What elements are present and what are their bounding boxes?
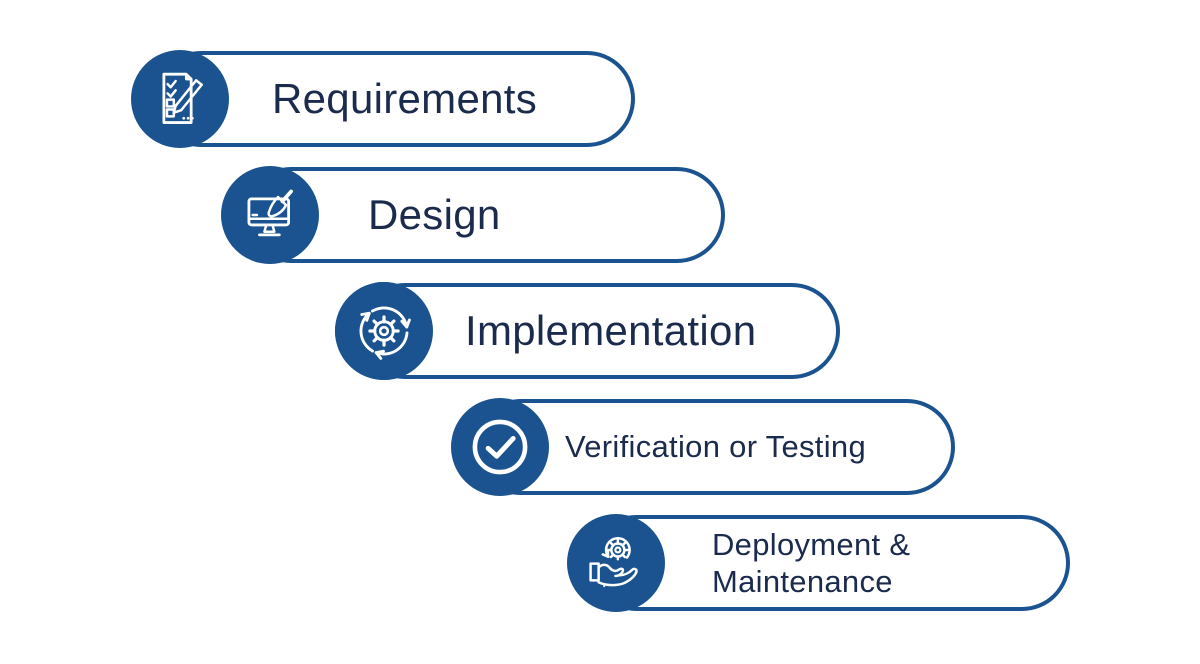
stage-row-verification: Verification or Testing (451, 398, 955, 496)
checklist-pencil-icon (162, 72, 203, 124)
stage-label: Design (368, 191, 501, 238)
stage-label: Deployment & Maintenance (712, 527, 911, 599)
stage-label: Implementation (465, 307, 757, 354)
stage-row-design: Design (221, 166, 725, 264)
check-circle-icon (472, 419, 528, 475)
stage-label: Requirements (272, 75, 538, 122)
stage-pill (473, 399, 955, 495)
stage-icon-circle (451, 398, 549, 496)
hand-gear-icon (589, 537, 638, 588)
stage-row-requirements: Requirements (131, 50, 635, 148)
stage-pill (357, 283, 840, 379)
stage-pill (589, 515, 1070, 611)
stage-icon-circle (567, 514, 665, 612)
stage-row-deployment-maintenance: Deployment & Maintenance (567, 514, 1070, 612)
stage-icon-circle (221, 166, 319, 264)
monitor-paintbrush-icon (247, 189, 293, 237)
stage-icon-circle (131, 50, 229, 148)
stage-icon-circle (335, 282, 433, 380)
stage-row-implementation: Implementation (335, 282, 840, 380)
stage-label: Verification or Testing (565, 429, 866, 464)
stage-pill (153, 51, 635, 147)
gear-cycle-icon (359, 306, 411, 360)
